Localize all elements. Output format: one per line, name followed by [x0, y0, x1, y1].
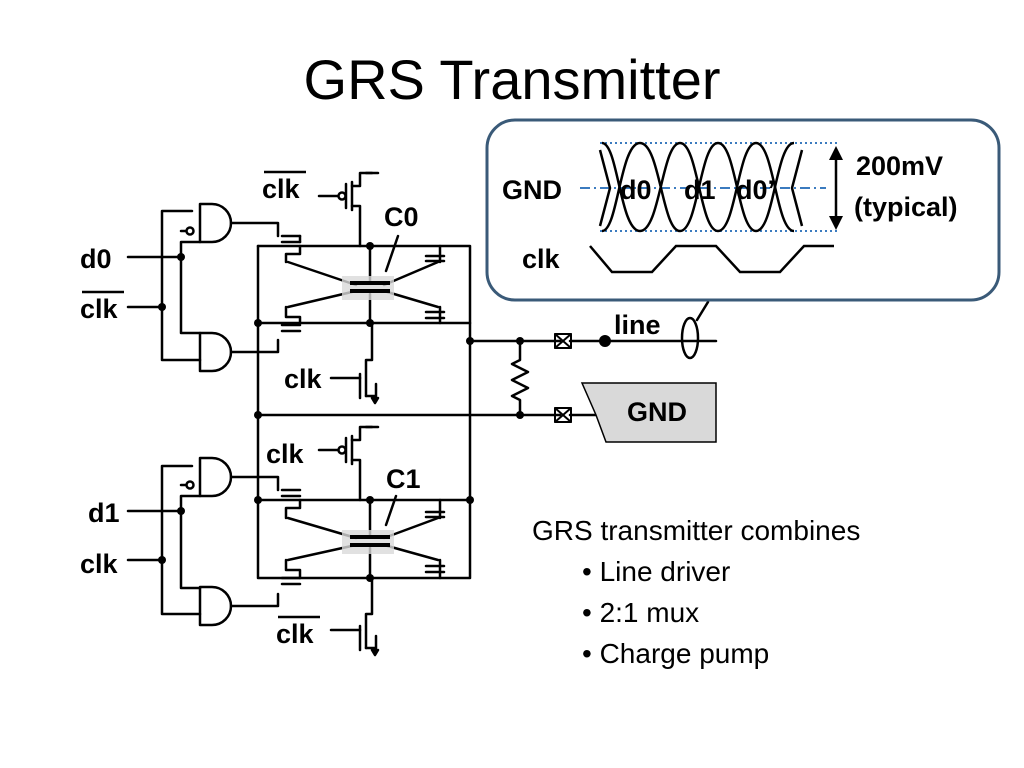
line-label: line — [614, 310, 661, 340]
clk-bar-label-bottom: clk — [276, 619, 315, 649]
clk-nmos-label-upper: clk — [284, 364, 323, 394]
eye-d0-label: d0 — [620, 175, 652, 205]
clk-input-label-lower: clk — [80, 549, 119, 579]
clk-pmos-label-lower: clk — [266, 439, 305, 469]
c0-label: C0 — [384, 202, 419, 232]
swing-note-label: (typical) — [854, 192, 958, 222]
d1-label: d1 — [88, 498, 120, 528]
inset-gnd-label: GND — [502, 175, 562, 205]
eye-d1-label: d1 — [684, 175, 716, 205]
clk-bar-input-label: clk — [80, 294, 119, 324]
bullet-charge-pump: • Charge pump — [582, 638, 770, 669]
and-gate-bottom-1 — [198, 456, 233, 498]
eye-d0-prime-label: d0’ — [736, 175, 775, 205]
eye-diagram-inset — [485, 118, 1001, 302]
clk-bar-label-top: clk — [262, 174, 301, 204]
inset-clk-label: clk — [522, 244, 561, 274]
bullet-line-driver: • Line driver — [582, 556, 731, 587]
swing-label: 200mV — [856, 151, 943, 181]
description-text: GRS transmitter combines • Line driver •… — [532, 510, 860, 674]
gnd-pad-label: GND — [627, 397, 687, 427]
and-gate-top-1 — [198, 202, 233, 244]
bullet-mux: • 2:1 mux — [582, 597, 700, 628]
and-gate-bottom-2 — [198, 585, 233, 627]
d0-label: d0 — [80, 244, 112, 274]
description-intro: GRS transmitter combines — [532, 515, 861, 546]
gnd-pad — [580, 382, 717, 443]
and-gate-top-2 — [198, 331, 233, 373]
c1-label: C1 — [386, 464, 421, 494]
slide-title: GRS Transmitter — [303, 48, 721, 111]
